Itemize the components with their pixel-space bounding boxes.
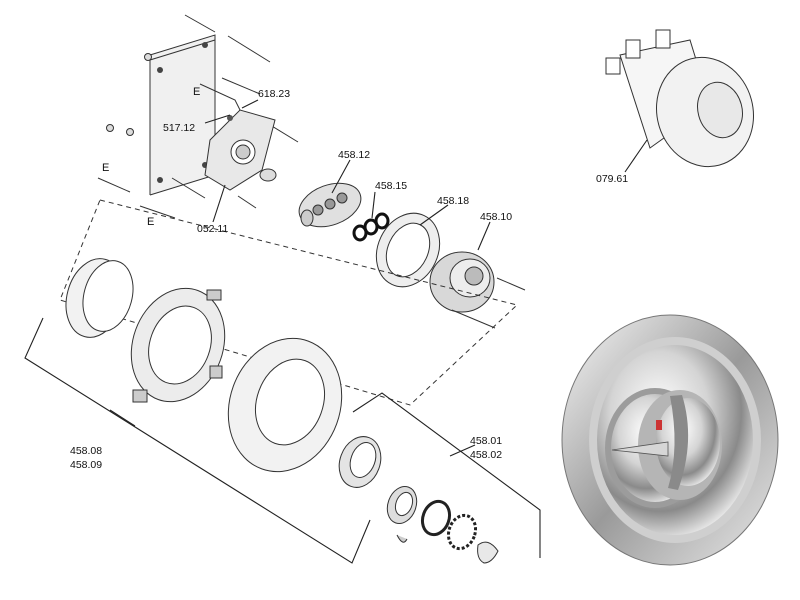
label-e-marker-3: E xyxy=(147,216,154,228)
label-e-marker-2: E xyxy=(102,162,109,174)
assembly-outline xyxy=(59,199,519,406)
label-458-12: 458.12 xyxy=(338,149,370,161)
label-517-12: 517.12 xyxy=(163,122,195,134)
shroud-sleeve xyxy=(65,258,134,338)
label-458-02: 458.02 xyxy=(470,449,502,461)
label-458-09: 458.09 xyxy=(70,459,102,471)
label-458-01: 458.01 xyxy=(470,435,502,447)
control-mechanism xyxy=(429,251,526,329)
screws xyxy=(97,14,299,219)
valve-body xyxy=(204,109,277,191)
concealing-plate xyxy=(227,337,343,473)
thermostatic-cartridge xyxy=(298,182,362,228)
label-458-18: 458.18 xyxy=(437,195,469,207)
label-458-10: 458.10 xyxy=(480,211,512,223)
removal-tool xyxy=(605,29,755,168)
label-618-23: 618.23 xyxy=(258,88,290,100)
label-458-15: 458.15 xyxy=(375,180,407,192)
o-rings xyxy=(352,212,390,242)
allen-key xyxy=(199,83,241,111)
finished-shower-valve xyxy=(561,314,779,566)
label-e-marker-1: E xyxy=(193,86,200,98)
retaining-ring xyxy=(375,212,441,288)
label-052-11: 052.11 xyxy=(197,223,228,235)
knob-components xyxy=(338,436,499,564)
label-079-61: 079.61 xyxy=(596,173,628,185)
mounting-flange xyxy=(130,287,226,403)
leader-lines xyxy=(24,99,648,564)
part-labels: 618.23 517.12 052.11 458.12 458.15 458.1… xyxy=(70,86,628,471)
label-458-08: 458.08 xyxy=(70,445,102,457)
